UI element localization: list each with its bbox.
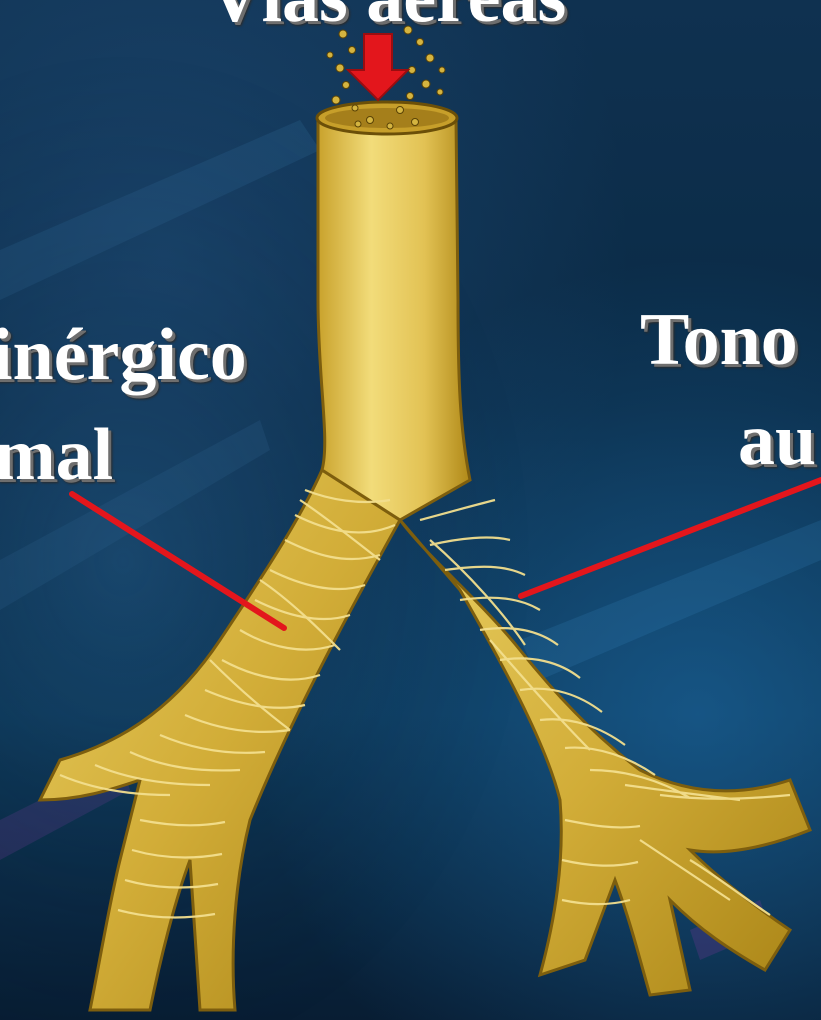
airway-title: Vías aéreas (208, 0, 566, 34)
left-label-line-2: mal (0, 418, 113, 492)
trachea (318, 118, 470, 520)
right-label-line-2: au (738, 403, 816, 477)
right-label-line-1: Tono (640, 303, 798, 377)
left-label-line-1: inérgico (0, 318, 247, 392)
